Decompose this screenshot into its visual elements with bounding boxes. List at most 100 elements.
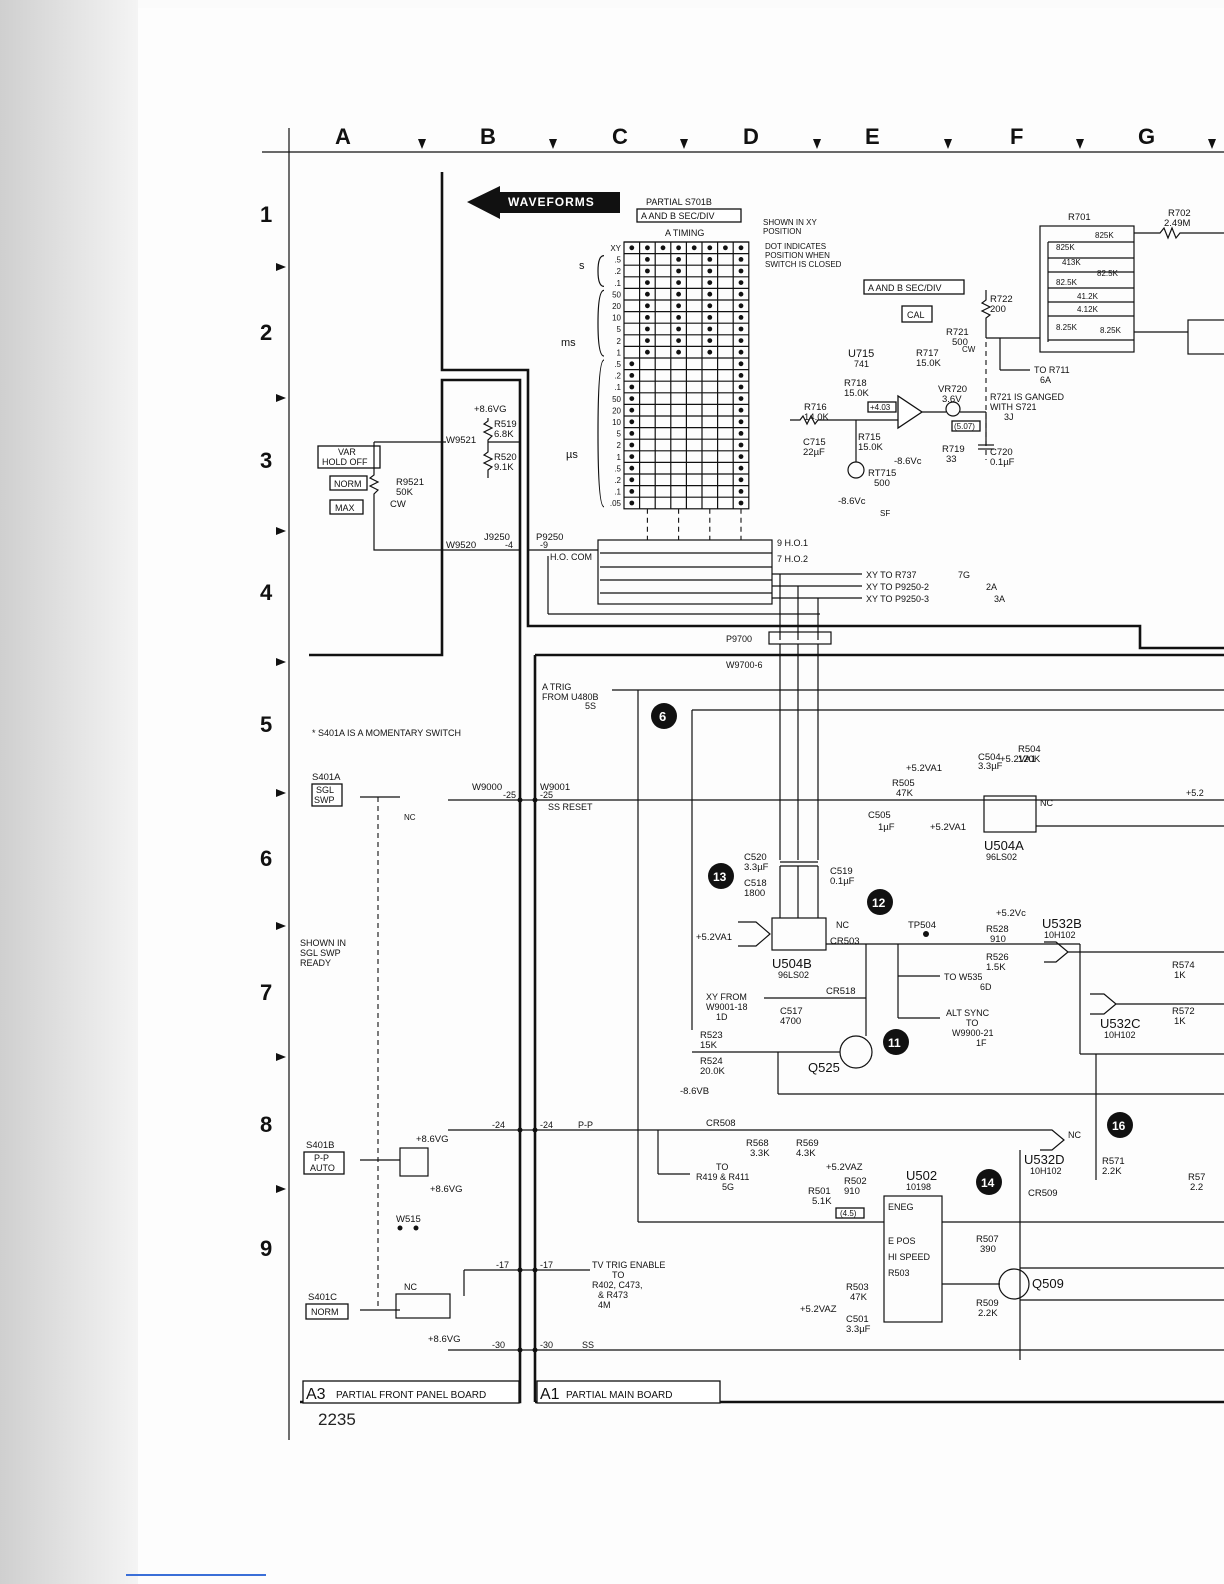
switch-contact-dot [738, 291, 744, 297]
s401b-vg2-label: +8.6VG [430, 1184, 462, 1195]
u504b-nc: NC [836, 920, 849, 930]
vg-supply-label: +8.6VG [474, 404, 506, 415]
r505-value: 47K [896, 788, 914, 799]
r701-wiring [1047, 241, 1224, 355]
callout-11: 11 [883, 1029, 909, 1055]
to-r419-label-1: TO [716, 1162, 728, 1172]
r523-label: R523 [700, 1030, 723, 1041]
to-r419-label-3: 5G [722, 1182, 734, 1192]
switch-setting-label: XY [610, 244, 621, 253]
alt-sync-label-4: 1F [976, 1038, 987, 1048]
c720-value: 0.1µF [990, 457, 1015, 468]
norm-2-label: NORM [311, 1307, 339, 1317]
j9250-label: J9250 [484, 532, 510, 543]
r701-value-8: 8.25K [1056, 323, 1078, 332]
cr518-label: CR518 [826, 986, 856, 997]
switch-contact-dot [707, 257, 713, 262]
switch-setting-label: .05 [610, 499, 622, 508]
r718-label: R718 [844, 378, 867, 389]
switch-contact-grid [597, 241, 750, 540]
r524-label: R524 [700, 1056, 723, 1067]
switch-setting-label: .1 [614, 279, 621, 288]
column-label-b: B [480, 124, 496, 149]
w9000-label: W9000 [472, 782, 502, 793]
p9700-label: P9700 [726, 634, 752, 644]
a3-board-id: A3 [306, 1386, 326, 1403]
c505-label: C505 [868, 810, 891, 821]
switch-setting-label: 5 [617, 325, 622, 334]
switch-contact-dot [707, 326, 713, 332]
switch-setting-label: .2 [614, 372, 621, 381]
r716-value: 14.0K [804, 412, 829, 423]
pin-24-a1: -24 [540, 1120, 553, 1130]
c519-value: 0.1µF [830, 876, 855, 887]
xy-to-p9250-2-ref: 2A [986, 582, 997, 592]
switch-contact-dot [738, 349, 744, 355]
r504-label: R504 [1018, 744, 1041, 755]
r701-value-5: 82.5K [1097, 269, 1119, 278]
switch-contact-dot [676, 245, 681, 251]
callout-6: 6 [651, 703, 677, 729]
switch-contact-dot [738, 489, 744, 494]
r701-value-2: 825K [1056, 243, 1075, 252]
c519-label: C519 [830, 866, 853, 877]
switch-contact-dot [645, 257, 650, 262]
shown-note-1: SHOWN IN [300, 938, 346, 948]
switch-contact-dot [707, 315, 713, 320]
tp504-label: TP504 [908, 920, 936, 931]
switch-setting-label: 5 [617, 430, 622, 439]
r507-value: 390 [980, 1244, 996, 1255]
r519-label: R519 [494, 419, 517, 430]
u502-label: U502 [906, 1168, 937, 1183]
timing-circuit: A AND B SEC/DIV CAL R722 200 R721 500 CW… [790, 279, 1070, 518]
p52-right: +5.2 [1186, 788, 1204, 798]
pin-30-a3: -30 [492, 1340, 505, 1350]
switch-contact-dot [629, 477, 635, 483]
ho1-label: 9 H.O.1 [777, 538, 808, 548]
switch-setting-label: 20 [612, 302, 621, 311]
xy-to-r737-label: XY TO R737 [866, 570, 917, 580]
switch-contact-dot [738, 465, 744, 471]
ss-bar-label: SS [582, 1340, 594, 1350]
r717-label: R717 [916, 348, 939, 359]
s401c-vg-label: +8.6VG [428, 1334, 460, 1345]
r722-label: R722 [990, 294, 1013, 305]
switch-title: PARTIAL S701B [646, 197, 712, 207]
a3-board-text: PARTIAL FRONT PANEL BOARD [336, 1390, 486, 1401]
switch-note-5: SWITCH IS CLOSED [765, 260, 842, 269]
u504a-label: U504A [984, 838, 1024, 853]
c504-label: C504 [978, 752, 1001, 763]
p52vaz-2-label: +5.2VAZ [800, 1304, 837, 1315]
a1-board-id: A1 [540, 1386, 560, 1403]
row-label-1: 1 [260, 202, 272, 227]
u502-section: +5.2VAZ R502 910 R501 5.1K U502 10198 (4… [638, 1162, 1224, 1335]
r9521-label: R9521 [396, 477, 424, 488]
switch-contact-dot [707, 268, 713, 274]
svg-text:14: 14 [981, 1176, 995, 1190]
s401c-nc: NC [404, 1282, 417, 1292]
r701-value-4: 82.5K [1056, 278, 1078, 287]
to-r419-label-2: R419 & R411 [696, 1172, 749, 1182]
row-label-9: 9 [260, 1236, 272, 1261]
r501-value: 5.1K [812, 1196, 832, 1207]
switch-settings-labels: XY.5.2.1502010521.5.2.1502010521.5.2.1.0… [610, 244, 622, 508]
r715-value: 15.0K [858, 442, 883, 453]
xy-to-p9250-3-ref: 3A [994, 594, 1005, 604]
w9700-label: W9700-6 [726, 660, 763, 670]
r719-value: 33 [946, 454, 957, 465]
r507-label: R507 [976, 1234, 999, 1245]
cr503-label: CR503 [830, 936, 860, 947]
switch-contact-dot [738, 268, 744, 274]
cr509-label: CR509 [1028, 1188, 1058, 1199]
svg-text:16: 16 [1112, 1119, 1126, 1133]
cal-knob-label: CAL [907, 310, 925, 320]
p9250-pin-9: -9 [540, 540, 548, 550]
switch-contact-dot [645, 315, 650, 320]
xy-to-p9250-3-label: XY TO P9250-3 [866, 594, 929, 604]
switch-setting-label: 50 [612, 290, 621, 299]
p52vai-u504b: +5.2VA1 [696, 932, 732, 943]
p52vc-label: +5.2Vc [996, 908, 1026, 919]
s401c-label: S401C [308, 1292, 337, 1303]
